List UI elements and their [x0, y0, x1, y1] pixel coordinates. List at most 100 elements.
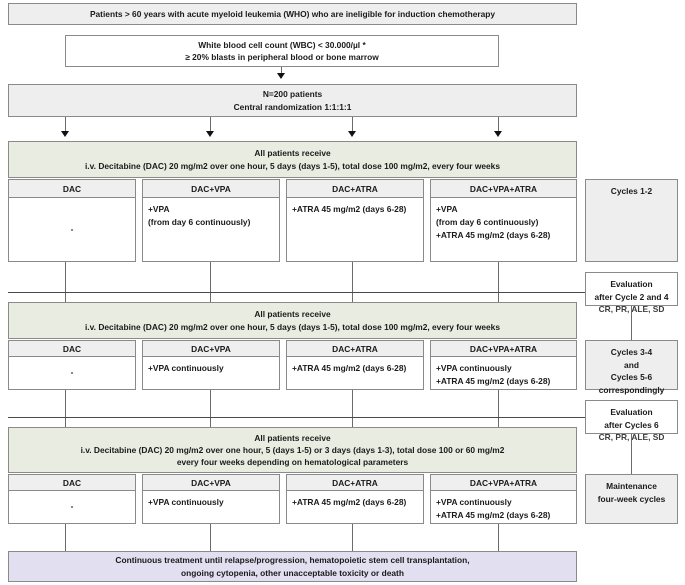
arm-name: DAC+ATRA — [332, 477, 378, 488]
criteria-line-1: White blood cell count (WBC) < 30.000/µl… — [198, 39, 366, 50]
stage3-header-line-2: i.v. Decitabine (DAC) 20 mg/m2 over one … — [80, 444, 505, 455]
arm-detail-line: - — [70, 501, 74, 512]
outcome-box: Continuous treatment until relapse/progr… — [8, 551, 577, 582]
stage3-drop-line-3 — [352, 524, 353, 551]
outcome-line-1: Continuous treatment until relapse/progr… — [115, 555, 470, 566]
stage3-drop-line-4 — [498, 524, 499, 551]
stage1-drop-line-4 — [498, 262, 499, 302]
eligibility-line-1: Patients > 60 years with acute myeloid l… — [89, 8, 496, 19]
stage2-arm-header-dac-atra: DAC+ATRA — [286, 340, 424, 357]
arrow-criteria-randomization — [277, 73, 285, 79]
side-line: Cycles 5-6 — [610, 372, 653, 383]
stage3-arm-header-dac: DAC — [8, 474, 136, 491]
stage3-drop-line-1 — [65, 524, 66, 551]
arm-name: DAC — [62, 343, 82, 354]
stage3-arm-header-dac-vpa: DAC+VPA — [142, 474, 280, 491]
stage3-drop-line-2 — [210, 524, 211, 551]
arm-detail-line: +ATRA 45 mg/m2 (days 6-28) — [292, 497, 407, 507]
randomization-arrow-4 — [494, 131, 502, 137]
arm-detail-line: +VPA continuously — [436, 497, 512, 507]
stage3-header-box: All patients receive i.v. Decitabine (DA… — [8, 427, 577, 473]
stage1-arm-header-dac-vpa-atra: DAC+VPA+ATRA — [430, 179, 577, 198]
stage2-arm-header-dac: DAC — [8, 340, 136, 357]
evaluation-1-box: Evaluation after Cycle 2 and 4 CR, PR, A… — [585, 272, 678, 314]
connector-criteria-randomization — [281, 67, 282, 75]
outcome-line-2: ongoing cytopenia, other unacceptable to… — [181, 567, 404, 578]
stage2-arm-body-dac: - — [8, 357, 136, 390]
stage1-header-box: All patients receive i.v. Decitabine (DA… — [8, 141, 577, 178]
stage3-arm-body-dac-vpa-atra: +VPA continuously +ATRA 45 mg/m2 (days 6… — [430, 491, 577, 524]
stage1-side-panel-cycles: Cycles 1-2 — [585, 179, 678, 262]
arm-detail-line: - — [70, 223, 74, 234]
stage2-drop-line-2 — [210, 390, 211, 427]
arm-detail-line: +VPA continuously — [436, 363, 512, 373]
randomization-line-1: N=200 patients — [262, 89, 323, 100]
stage1-arm-header-dac-atra: DAC+ATRA — [286, 179, 424, 198]
arm-detail-line: +ATRA 45 mg/m2 (days 6-28) — [292, 363, 407, 373]
arm-name: DAC — [62, 477, 82, 488]
stage2-drop-line-1 — [65, 390, 66, 427]
stage3-arm-body-dac-vpa: +VPA continuously — [142, 491, 280, 524]
stage3-arm-header-dac-atra: DAC+ATRA — [286, 474, 424, 491]
stage2-evaluation-rail — [8, 417, 585, 418]
stage1-arm-header-dac: DAC — [8, 179, 136, 198]
arm-name: DAC+VPA+ATRA — [469, 343, 538, 354]
side-line: Maintenance — [606, 481, 657, 491]
stage3-arm-header-dac-vpa-atra: DAC+VPA+ATRA — [430, 474, 577, 491]
arm-detail-line: - — [70, 367, 74, 378]
stage2-header-line-2: i.v. Decitabine (DAC) 20 mg/m2 over one … — [84, 321, 500, 332]
eligibility-box: Patients > 60 years with acute myeloid l… — [8, 3, 577, 25]
arm-detail-line: +VPA — [148, 204, 170, 214]
evaluation-line-2: after Cycle 2 and 4 — [594, 291, 669, 302]
stage2-arm-body-dac-vpa-atra: +VPA continuously +ATRA 45 mg/m2 (days 6… — [430, 357, 577, 390]
stage2-arm-body-dac-atra: +ATRA 45 mg/m2 (days 6-28) — [286, 357, 424, 390]
randomization-line-2: Central randomization 1:1:1:1 — [233, 101, 352, 112]
stage2-header-line-1: All patients receive — [254, 309, 331, 320]
randomization-arrow-2 — [206, 131, 214, 137]
evaluation-line-2: after Cycles 6 — [604, 419, 659, 430]
stage3-arm-body-dac-atra: +ATRA 45 mg/m2 (days 6-28) — [286, 491, 424, 524]
criteria-line-2: ≥ 20% blasts in peripheral blood or bone… — [185, 52, 379, 62]
arm-name: DAC+ATRA — [332, 183, 378, 194]
stage1-arm-body-dac-atra: +ATRA 45 mg/m2 (days 6-28) — [286, 198, 424, 262]
evaluation-2-box: Evaluation after Cycles 6 CR, PR, ALE, S… — [585, 400, 678, 442]
stage1-arm-body-dac-vpa: +VPA (from day 6 continuously) — [142, 198, 280, 262]
stage1-arm-header-dac-vpa: DAC+VPA — [142, 179, 280, 198]
arm-name: DAC+VPA+ATRA — [469, 477, 538, 488]
stage3-side-panel-maintenance: Maintenance four-week cycles — [585, 474, 678, 524]
stage1-header-line-1: All patients receive — [254, 148, 331, 159]
evaluation-line-1: Evaluation — [610, 407, 653, 417]
arm-name: DAC+VPA+ATRA — [469, 183, 538, 194]
stage2-side-panel-cycles: Cycles 3-4 and Cycles 5-6 correspondingl… — [585, 340, 678, 395]
randomization-arrow-3 — [348, 131, 356, 137]
arm-detail-line: +ATRA 45 mg/m2 (days 6-28) — [436, 230, 551, 241]
stage1-drop-line-1 — [65, 262, 66, 302]
stage2-header-box: All patients receive i.v. Decitabine (DA… — [8, 302, 577, 339]
stage1-evaluation-rail — [8, 292, 585, 293]
randomization-branch-line-3 — [352, 117, 353, 132]
randomization-box: N=200 patients Central randomization 1:1… — [8, 84, 577, 117]
side-line: Cycles 3-4 — [610, 347, 653, 357]
randomization-branch-line-1 — [65, 117, 66, 132]
arm-detail-line: +VPA — [436, 204, 458, 214]
connector-eval2-maintenance — [631, 434, 632, 474]
arm-detail-line: +VPA continuously — [148, 497, 224, 507]
stage1-arm-body-dac: - — [8, 198, 136, 262]
arm-detail-line: +ATRA 45 mg/m2 (days 6-28) — [436, 376, 551, 387]
randomization-branch-line-4 — [498, 117, 499, 132]
arm-name: DAC+ATRA — [332, 343, 378, 354]
stage2-arm-header-dac-vpa-atra: DAC+VPA+ATRA — [430, 340, 577, 357]
stage3-header-line-3: every four weeks depending on hematologi… — [176, 457, 409, 468]
side-line: four-week cycles — [597, 493, 666, 504]
criteria-box: White blood cell count (WBC) < 30.000/µl… — [65, 35, 499, 67]
side-line: Cycles 1-2 — [610, 186, 653, 196]
arm-name: DAC+VPA — [191, 477, 231, 488]
arm-detail-line: +ATRA 45 mg/m2 (days 6-28) — [292, 204, 407, 214]
stage1-drop-line-2 — [210, 262, 211, 302]
arm-detail-line: (from day 6 continuously) — [148, 217, 251, 228]
stage3-header-line-1: All patients receive — [254, 432, 331, 443]
randomization-branch-line-2 — [210, 117, 211, 132]
stage2-arm-body-dac-vpa: +VPA continuously — [142, 357, 280, 390]
arm-name: DAC — [62, 183, 82, 194]
